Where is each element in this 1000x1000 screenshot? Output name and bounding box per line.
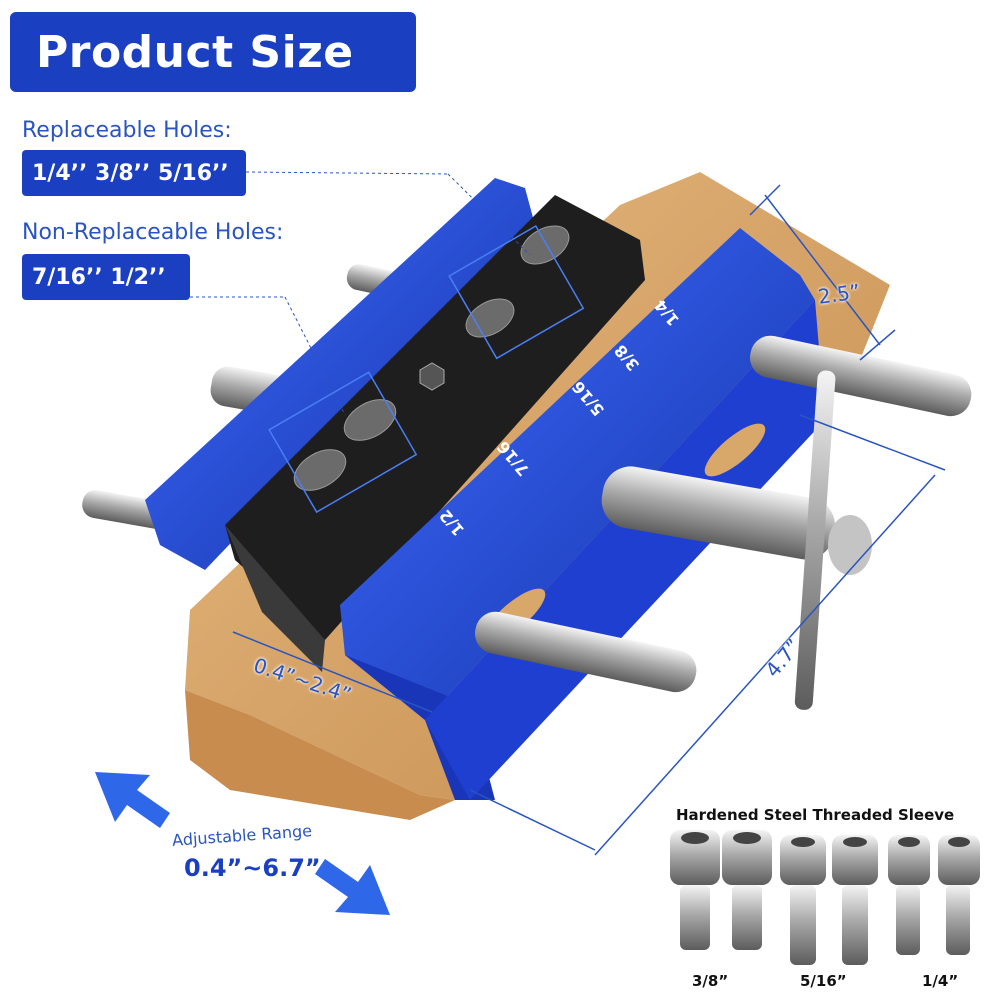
non-replaceable-label: Non-Replaceable Holes:: [22, 220, 284, 245]
page-title: Product Size: [36, 26, 354, 78]
center-block: [225, 195, 645, 640]
front-rod: [474, 611, 697, 693]
threaded-sleeves: [670, 830, 980, 965]
title-banner: Product Size: [10, 12, 416, 92]
center-block-side: [225, 525, 325, 672]
t-handle: [794, 370, 836, 710]
t-handle-knob: [828, 515, 872, 575]
adjustable-range-value: 0.4”~6.7”: [184, 854, 321, 882]
arrow-down-right-icon: [315, 859, 390, 915]
back-plate: [145, 178, 535, 570]
replaceable-label: Replaceable Holes:: [22, 118, 232, 143]
replaceable-sizes-chip: 1/4’’ 3/8’’ 5/16’’: [22, 150, 246, 196]
front-rod: [749, 335, 972, 417]
non-replaceable-sizes-chip: 7/16’’ 1/2’’: [22, 254, 190, 300]
sleeve-size-label: 5/16”: [800, 972, 847, 990]
hole: [520, 225, 570, 265]
sleeve-title: Hardened Steel Threaded Sleeve: [676, 806, 955, 824]
arrow-up-left-icon: [95, 772, 170, 828]
hole: [343, 399, 397, 441]
wood-end: [185, 690, 455, 820]
sleeve-size-label: 3/8”: [692, 972, 729, 990]
plate-slot: [704, 423, 766, 477]
hole: [293, 449, 347, 491]
front-plate: [340, 228, 815, 720]
front-plate-bottom: [425, 300, 825, 800]
hex-screw: [419, 362, 445, 391]
sleeve-size-label: 1/4”: [922, 972, 959, 990]
threaded-screw: [601, 466, 835, 560]
